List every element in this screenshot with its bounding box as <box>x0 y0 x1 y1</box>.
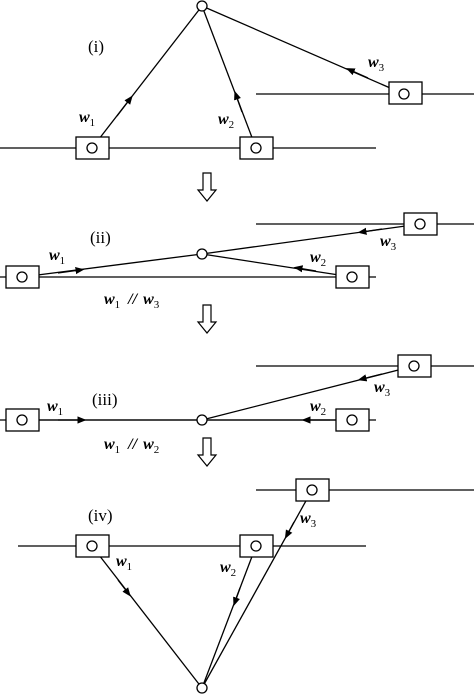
panel-iv <box>18 478 474 694</box>
arrow-w3 <box>345 68 369 79</box>
parallel-relation: w1//w3 <box>104 291 160 311</box>
link-w1 <box>91 545 203 689</box>
arrow-w2 <box>234 90 243 113</box>
pin-joint <box>398 88 410 100</box>
link-w1 <box>21 253 203 278</box>
panel-label: (i) <box>88 37 104 56</box>
pin-joint <box>408 360 420 372</box>
weight-label-w2: w2 <box>220 559 236 579</box>
pin-joint <box>250 142 262 154</box>
apex-joint <box>196 682 208 694</box>
pin-joint <box>250 540 262 552</box>
parallel-relation: w1//w2 <box>104 436 159 456</box>
link-w2 <box>201 5 257 149</box>
weight-label-w2: w2 <box>310 249 326 269</box>
arrow-w1 <box>57 267 85 275</box>
weight-label-w2: w2 <box>310 398 326 418</box>
weight-label-w3: w3 <box>380 233 397 253</box>
arrow-w3 <box>284 521 295 539</box>
arrow-w2 <box>293 265 317 273</box>
link-w2 <box>201 253 353 278</box>
pin-joint <box>16 271 28 283</box>
pin-joint <box>86 142 98 154</box>
pin-joint <box>306 484 318 496</box>
panel-ii <box>0 212 474 289</box>
down-arrow-icon <box>196 304 218 334</box>
arrow-w2 <box>233 587 241 607</box>
arrow-w1 <box>117 579 131 597</box>
panel-label: (ii) <box>90 228 111 247</box>
link-w1 <box>91 5 203 149</box>
panel-iii <box>0 354 474 432</box>
weight-label-w1: w1 <box>49 247 65 267</box>
weight-label-w3: w3 <box>374 379 391 399</box>
pin-joint <box>346 414 358 426</box>
weight-label-w1: w1 <box>47 398 63 418</box>
pin-joint <box>16 414 28 426</box>
link-w3 <box>201 223 421 255</box>
link-w3 <box>201 5 405 95</box>
link-w2 <box>201 545 257 689</box>
apex-joint <box>196 0 208 12</box>
arrow-w3 <box>357 373 383 382</box>
arrow-w1 <box>116 95 133 117</box>
weight-label-w2: w2 <box>218 111 234 131</box>
weight-label-w1: w1 <box>79 109 95 129</box>
panel-i <box>0 0 474 160</box>
apex-joint <box>196 414 208 426</box>
panel-label: (iii) <box>92 390 118 409</box>
link-w3 <box>201 489 313 689</box>
pin-joint <box>414 218 426 230</box>
weight-label-w3: w3 <box>300 510 317 530</box>
down-arrow-icon <box>196 172 218 202</box>
pin-joint <box>86 540 98 552</box>
down-arrow-icon <box>196 437 218 467</box>
arrow-w3 <box>357 227 383 235</box>
panel-label: (iv) <box>88 506 113 525</box>
pin-joint <box>346 271 358 283</box>
weight-label-w1: w1 <box>116 553 132 573</box>
apex-joint <box>196 248 208 260</box>
weight-label-w3: w3 <box>368 54 385 74</box>
